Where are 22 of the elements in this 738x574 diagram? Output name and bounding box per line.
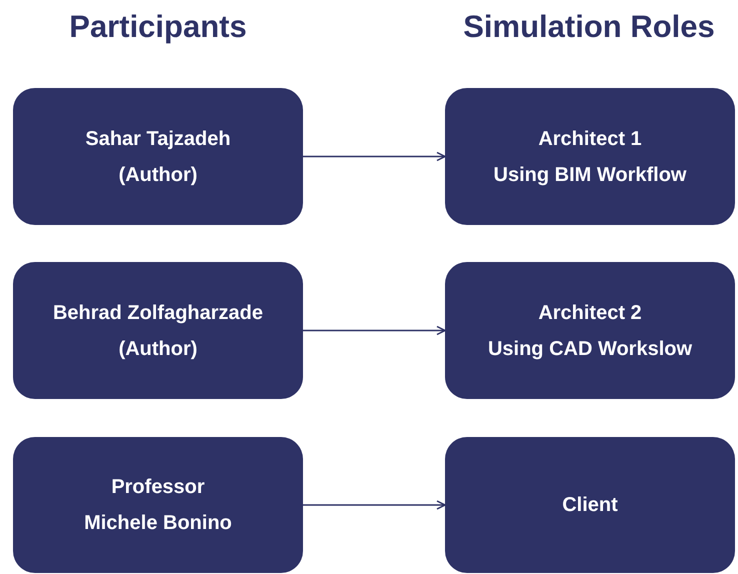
box-text: Professor [111, 475, 205, 500]
rounded-box [13, 437, 303, 573]
rounded-box [13, 262, 303, 399]
arrow [303, 152, 446, 162]
box-text: Using BIM Workflow [494, 162, 686, 188]
column-heading: Simulation Roles [462, 8, 716, 46]
box-text: Architect 2 [538, 300, 642, 326]
box-text: Using CAD Workslow [488, 336, 692, 362]
rounded-box [445, 88, 735, 225]
rounded-box [445, 437, 735, 573]
box-text: (Author) [118, 162, 198, 188]
column-heading: Participants [68, 8, 248, 46]
box-text: Sahar Tajzadeh [85, 126, 231, 152]
arrow [303, 500, 446, 510]
rounded-box [13, 88, 303, 225]
arrow [303, 326, 446, 336]
box-text: Michele Bonino [84, 511, 232, 536]
box-text: (Author) [118, 336, 198, 362]
box-text: Architect 1 [538, 126, 642, 152]
rounded-box [445, 262, 735, 399]
box-text: Behrad Zolfagharzade [52, 300, 264, 326]
box-text: Client [562, 493, 618, 518]
